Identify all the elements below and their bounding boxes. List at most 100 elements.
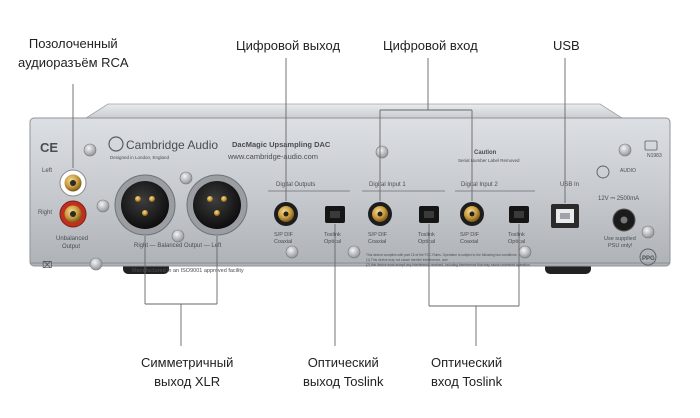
power-symbol-icon	[596, 165, 610, 179]
digital-input-1-label: Digital Input 1	[369, 182, 406, 188]
unbalanced-label: Unbalanced	[56, 236, 88, 242]
screw	[375, 145, 389, 159]
model-name: DacMagic Upsampling DAC	[232, 140, 331, 149]
power-rating: 12V ⎓ 2500mA	[598, 196, 639, 202]
digital-outputs: Digital Outputs S/P DIF Coaxial Toslink …	[268, 182, 350, 245]
screws	[83, 143, 655, 271]
callout-xlr-line2: выход XLR	[154, 374, 221, 389]
n-mark: N1983	[647, 153, 662, 159]
optical-out-label: Optical	[324, 239, 341, 245]
callout-toslink-out-line2: выход Toslink	[303, 374, 384, 389]
toslink-out-label: Toslink	[324, 232, 341, 238]
callout-rca-line2: аудиоразъём RCA	[18, 55, 129, 70]
toslink-out-shutter	[330, 211, 340, 218]
top-lid	[84, 103, 624, 119]
fcc-note-line2: (1) This device may not cause harmful in…	[366, 258, 448, 262]
rear-panel	[29, 117, 671, 267]
usb-port-contact	[560, 213, 570, 219]
callout-digital-in: Цифровой вход	[383, 38, 478, 53]
usb-in-label: USB In	[560, 182, 579, 188]
callout-toslink-in-line1: Оптический	[431, 355, 503, 370]
caution-title: Caution	[474, 150, 497, 156]
digital-input-1: Digital Input 1 S/P DIF Coaxial Toslink …	[362, 182, 445, 245]
rca-outputs: Left Right Unbalanced Output	[38, 168, 88, 250]
toslink-in1-shutter	[424, 211, 434, 218]
ppg-mark-icon	[639, 248, 657, 266]
screw	[96, 199, 110, 213]
brand-logo-icon	[108, 136, 124, 152]
screw	[171, 229, 185, 243]
screw	[89, 257, 103, 271]
psu-note-line1: Use supplied	[604, 236, 636, 242]
screw	[518, 245, 532, 259]
callout-digital-out: Цифровой выход	[236, 38, 341, 53]
callout-toslink-out: Оптический выход Toslink	[303, 353, 383, 391]
xlr-outputs: Right — Balanced Output — Left	[114, 174, 248, 249]
callout-rca-line1: Позолоченный	[28, 36, 118, 51]
xlr-pin	[142, 210, 148, 216]
unbalanced-output-label: Output	[62, 244, 80, 250]
xlr-pin	[221, 196, 227, 202]
toslink-in1-label: Toslink	[418, 232, 435, 238]
xlr-right-connector	[121, 181, 169, 229]
psu-note-line2: PSU only!	[608, 243, 633, 249]
toslink-in2-shutter	[514, 211, 524, 218]
website: www.cambridge-audio.com	[227, 152, 318, 161]
coaxial-label: Coaxial	[368, 239, 386, 245]
dc-jack-pin	[620, 216, 628, 224]
callout-toslink-out-line1: Оптический	[307, 355, 379, 370]
spdif-label: S/P DIF	[460, 232, 480, 238]
screw	[347, 245, 361, 259]
digital-input-2: Digital Input 2 S/P DIF Coaxial Toslink …	[455, 182, 535, 245]
rca-left-label: Left	[42, 168, 52, 174]
audio-stamp: AUDIO	[620, 168, 636, 174]
brand-tagline: Designed in London, England	[110, 155, 170, 160]
callout-xlr-line1: Симметричный	[141, 355, 234, 370]
fcc-note-line3: (2) this device must accept any interfer…	[366, 263, 531, 267]
brand-name: Cambridge Audio	[126, 138, 218, 152]
screw	[179, 171, 193, 185]
rca-left-pin	[70, 180, 76, 186]
rca-right-label: Right	[38, 210, 52, 216]
toslink-in2-label: Toslink	[508, 232, 525, 238]
coax-out-pin	[283, 211, 289, 217]
callout-xlr: Симметричный выход XLR	[141, 353, 233, 391]
weee-bin-icon: ⌧	[42, 260, 52, 270]
screw	[285, 245, 299, 259]
screw	[618, 143, 632, 157]
callout-usb: USB	[553, 38, 580, 53]
ce-mark: CE	[40, 140, 58, 155]
xlr-pin	[214, 210, 220, 216]
usb-input: USB In	[551, 182, 579, 228]
spdif-label: S/P DIF	[368, 232, 388, 238]
callout-rca: Позолоченный аудиоразъём RCA	[18, 34, 129, 72]
fcc-note-line1: This device complies with part 15 of the…	[366, 253, 517, 257]
rca-right-pin	[70, 211, 76, 217]
digital-outputs-label: Digital Outputs	[276, 182, 315, 188]
optical-in1-label: Optical	[418, 239, 435, 245]
callout-toslink-in-line2: вход Toslink	[431, 374, 503, 389]
coax-in2-pin	[469, 211, 475, 217]
power-input: 12V ⎓ 2500mA Use supplied PSU only!	[598, 196, 639, 249]
xlr-left-connector	[193, 181, 241, 229]
caution-note: Serial Number Label Removed	[458, 158, 520, 163]
brand-block: Cambridge Audio Designed in London, Engl…	[108, 136, 218, 160]
leader-lines	[72, 58, 566, 346]
callout-toslink-in: Оптический вход Toslink	[431, 353, 502, 391]
xlr-pin	[207, 196, 213, 202]
digital-input-2-label: Digital Input 2	[461, 182, 498, 188]
manufactured-note: Manufactured in an ISO9001 approved faci…	[132, 268, 244, 274]
optical-in2-label: Optical	[508, 239, 525, 245]
balanced-output-label: Right — Balanced Output — Left	[134, 243, 222, 249]
ppg-mark: PPG	[642, 256, 655, 262]
screw	[641, 225, 655, 239]
xlr-pin	[135, 196, 141, 202]
screw	[83, 143, 97, 157]
compliance-box-icon	[644, 140, 658, 151]
spdif-label: S/P DIF	[274, 232, 294, 238]
coaxial-label: Coaxial	[460, 239, 478, 245]
xlr-pin	[149, 196, 155, 202]
coax-in1-pin	[377, 211, 383, 217]
coaxial-label: Coaxial	[274, 239, 292, 245]
